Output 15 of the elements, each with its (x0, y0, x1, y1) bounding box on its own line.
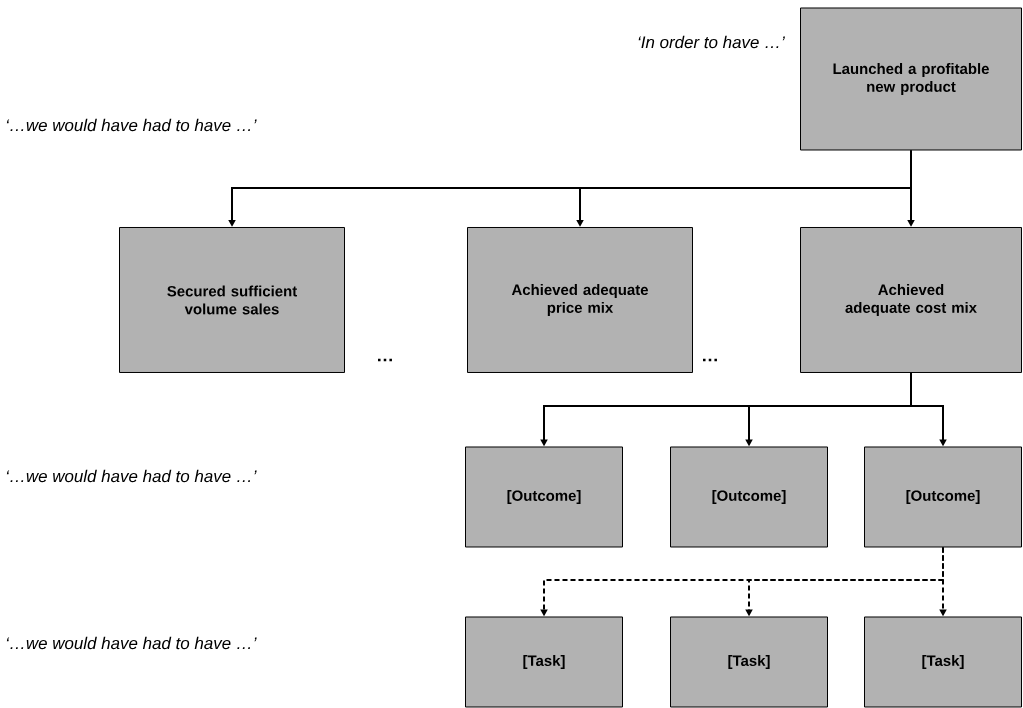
row-caption: ‘…we would have had to have …’ (6, 469, 257, 483)
process-box: [Outcome] (864, 446, 1022, 548)
ellipsis: … (378, 358, 392, 362)
process-box: [Task] (465, 616, 623, 708)
row-caption: ‘…we would have had to have …’ (6, 636, 257, 650)
process-box: [Task] (670, 616, 828, 708)
process-box: [Outcome] (465, 446, 623, 548)
process-box: [Outcome] (670, 446, 828, 548)
process-box: [Task] (864, 616, 1022, 708)
row-caption: ‘…we would have had to have …’ (6, 118, 257, 132)
row-caption: ‘In order to have …’ (638, 35, 785, 49)
process-box: Achieved adequate price mix (467, 227, 693, 373)
process-box: Achieved adequate cost mix (800, 227, 1022, 373)
process-box: Secured sufficient volume sales (119, 227, 345, 373)
process-box: Launched a profitable new product (800, 7, 1022, 151)
